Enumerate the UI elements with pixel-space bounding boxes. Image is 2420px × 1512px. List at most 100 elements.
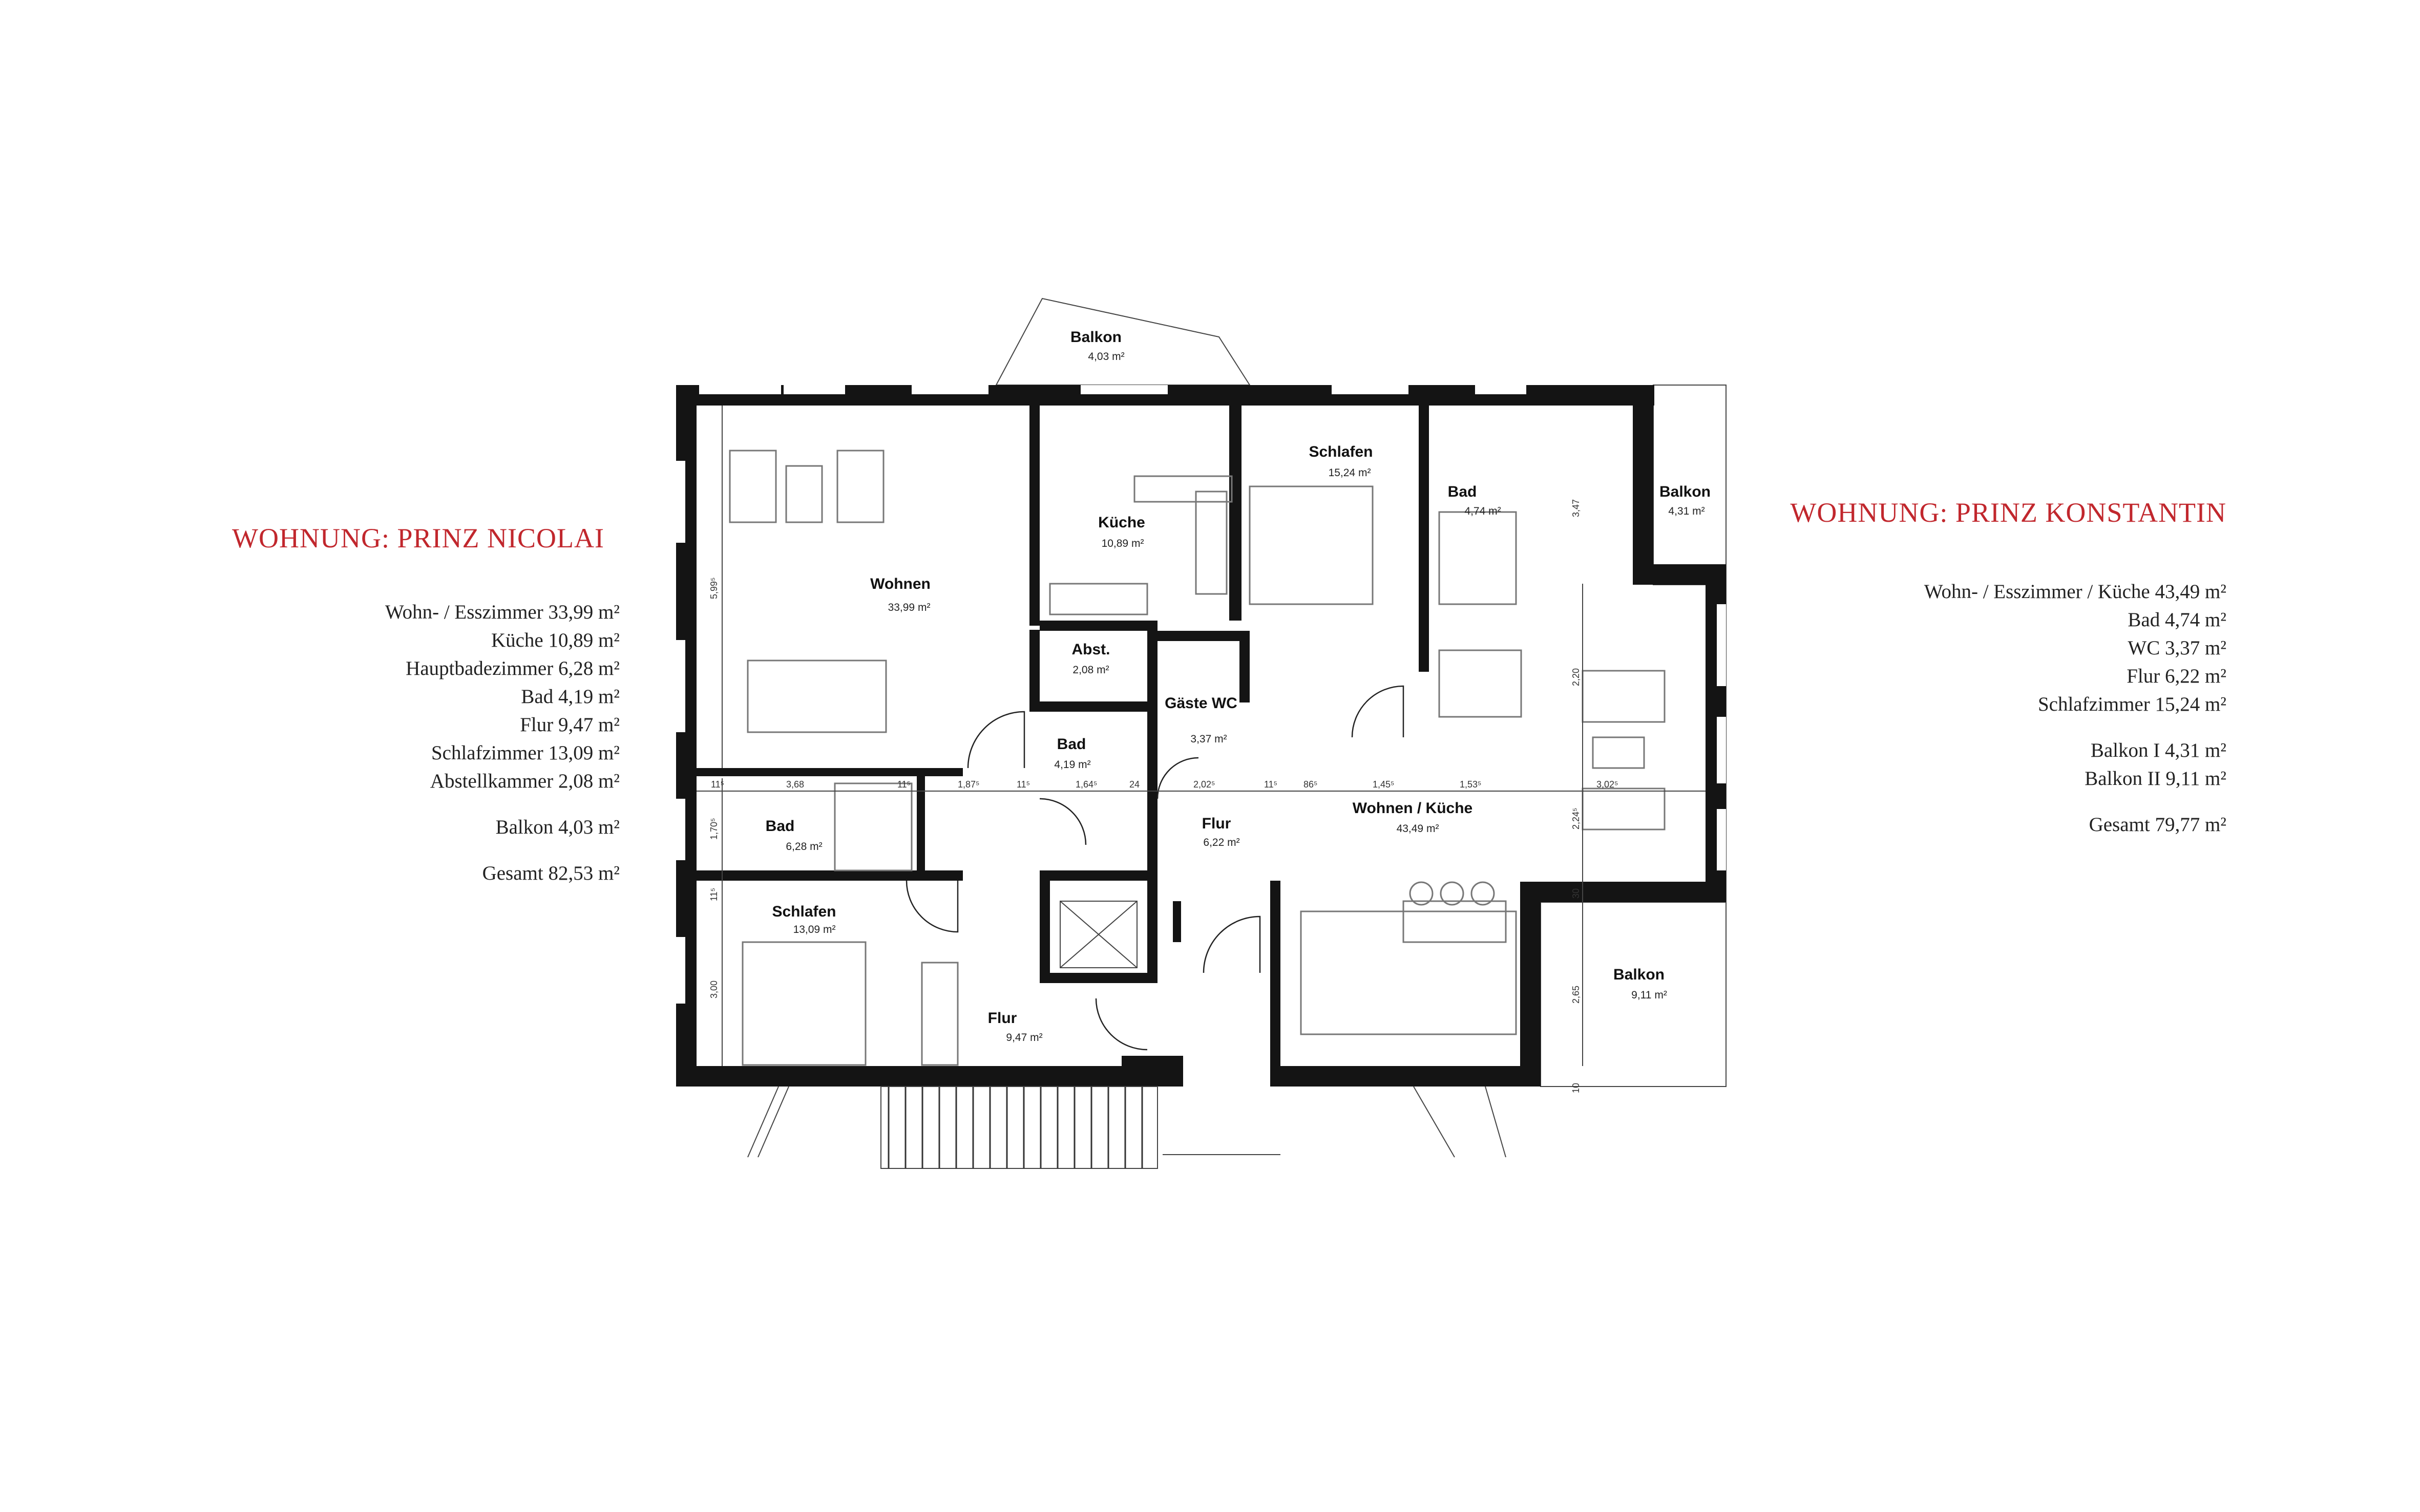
room-area-schlafen-right: 15,24 m² bbox=[1329, 467, 1371, 479]
room-area-bad-main: 6,28 m² bbox=[786, 841, 822, 853]
coffee-table bbox=[1592, 736, 1645, 769]
left-area-list: Wohn- / Esszimmer 33,99 m² Küche 10,89 m… bbox=[385, 598, 620, 887]
room-area-balkon-right: 4,31 m² bbox=[1668, 505, 1704, 517]
dim-label: 5,99⁵ bbox=[709, 578, 719, 600]
kitchen-right bbox=[1300, 910, 1517, 1035]
left-area-3: Bad 4,19 m² bbox=[521, 686, 620, 708]
kitchen-island-right bbox=[1402, 900, 1507, 943]
dim-label: 3,68 bbox=[786, 779, 804, 790]
dim-label: 24 bbox=[1129, 779, 1140, 790]
room-name-wohnen: Wohnen bbox=[870, 576, 931, 592]
room-area-balkon-top: 4,03 m² bbox=[1088, 351, 1124, 363]
room-area-gaeste-wc: 3,37 m² bbox=[1190, 733, 1227, 745]
dim-label: 3,00 bbox=[709, 981, 719, 998]
stairs bbox=[880, 1086, 1158, 1169]
entrance-details bbox=[747, 1086, 1506, 1158]
room-area-wohnen: 33,99 m² bbox=[888, 602, 931, 613]
room-area-bad-small: 4,19 m² bbox=[1054, 759, 1090, 771]
room-area-wohnen-kueche: 43,49 m² bbox=[1397, 823, 1439, 835]
right-area-1: Bad 4,74 m² bbox=[2128, 609, 2226, 631]
dim-label: 10 bbox=[1571, 1083, 1581, 1093]
room-area-abst: 2,08 m² bbox=[1072, 664, 1109, 676]
left-area-4: Flur 9,47 m² bbox=[520, 714, 620, 736]
exterior-walls bbox=[676, 385, 1726, 1087]
sofa-right bbox=[836, 450, 885, 523]
right-total: Gesamt 79,77 m² bbox=[2089, 814, 2226, 836]
table-small bbox=[785, 465, 823, 523]
dimension-labels: 5,99⁵ 1,70⁵ 11⁵ 3,68 11⁵ 1,87⁵ 11⁵ 1,64⁵… bbox=[709, 499, 1618, 1093]
room-name-schlafen-left: Schlafen bbox=[772, 903, 836, 920]
bath-right bbox=[1438, 511, 1517, 605]
dim-label: 1,64⁵ bbox=[1076, 779, 1098, 790]
dim-label: 1,70⁵ bbox=[709, 818, 719, 840]
room-name-schlafen-right: Schlafen bbox=[1309, 443, 1373, 460]
armchair-right bbox=[1582, 787, 1666, 830]
room-name-bad-small: Bad bbox=[1057, 736, 1086, 753]
left-area-1: Küche 10,89 m² bbox=[491, 629, 620, 651]
room-name-flur-right: Flur bbox=[1202, 815, 1231, 832]
dim-label: 2,24⁵ bbox=[1571, 808, 1581, 830]
dim-label: 11⁵ bbox=[711, 779, 724, 790]
dim-label: 1,53⁵ bbox=[1460, 779, 1482, 790]
left-total: Gesamt 82,53 m² bbox=[482, 862, 620, 884]
left-balcony: Balkon 4,03 m² bbox=[495, 816, 620, 838]
dim-label: 11⁵ bbox=[1264, 779, 1277, 790]
dim-label: 1,45⁵ bbox=[1373, 779, 1395, 790]
dim-label: 11⁵ bbox=[709, 888, 719, 901]
room-area-balkon-bottom: 9,11 m² bbox=[1631, 989, 1667, 1001]
room-name-bad-right: Bad bbox=[1448, 483, 1477, 500]
bathtub bbox=[834, 782, 913, 871]
dining-table bbox=[747, 659, 887, 733]
room-labels: Balkon 4,03 m² Wohnen 33,99 m² Küche 10,… bbox=[766, 329, 1711, 1044]
room-area-kueche: 10,89 m² bbox=[1102, 538, 1144, 549]
right-balcony-0: Balkon I 4,31 m² bbox=[2090, 739, 2226, 761]
left-area-5: Schlafzimmer 13,09 m² bbox=[431, 742, 620, 764]
dim-label: 3,02⁵ bbox=[1596, 779, 1618, 790]
right-balcony-1: Balkon II 9,11 m² bbox=[2085, 768, 2226, 790]
kitchen-counter bbox=[1049, 583, 1148, 615]
left-area-2: Hauptbadezimmer 6,28 m² bbox=[406, 657, 620, 679]
balcony-top-outline bbox=[995, 297, 1251, 386]
room-area-bad-right: 4,74 m² bbox=[1464, 505, 1501, 517]
left-area-0: Wohn- / Esszimmer 33,99 m² bbox=[385, 601, 620, 623]
elevator-shaft bbox=[1060, 901, 1138, 968]
right-apartment-heading: WOHNUNG: PRINZ KONSTANTIN bbox=[1790, 497, 2226, 528]
dim-label: 2,65 bbox=[1571, 986, 1581, 1004]
room-name-kueche: Küche bbox=[1098, 514, 1145, 531]
room-name-wohnen-kueche: Wohnen / Küche bbox=[1353, 800, 1472, 817]
room-area-flur-left: 9,47 m² bbox=[1006, 1032, 1042, 1044]
right-area-3: Flur 6,22 m² bbox=[2127, 665, 2226, 687]
wardrobe-left bbox=[921, 962, 959, 1066]
room-name-abst: Abst. bbox=[1072, 641, 1110, 658]
room-name-bad-main: Bad bbox=[766, 818, 795, 835]
sofa-left bbox=[729, 450, 777, 523]
room-name-balkon-top: Balkon bbox=[1070, 329, 1122, 346]
doors bbox=[906, 685, 1404, 1051]
dim-label: 2,02⁵ bbox=[1193, 779, 1215, 790]
dimension-lines bbox=[697, 406, 1706, 1066]
interior-walls bbox=[697, 406, 1429, 1087]
dim-label: 86⁵ bbox=[1303, 779, 1317, 790]
dim-label: 11⁵ bbox=[1017, 779, 1030, 790]
dim-label: 1,87⁵ bbox=[958, 779, 980, 790]
dim-label: 3,47 bbox=[1571, 499, 1581, 517]
dim-label: 30 bbox=[1571, 888, 1581, 899]
right-area-2: WC 3,37 m² bbox=[2128, 637, 2226, 659]
right-area-4: Schlafzimmer 15,24 m² bbox=[2037, 693, 2226, 715]
room-name-balkon-right: Balkon bbox=[1659, 483, 1711, 500]
kitchen-unit bbox=[1195, 491, 1228, 595]
right-area-list: Wohn- / Esszimmer / Küche 43,49 m² Bad 4… bbox=[1924, 578, 2226, 839]
dim-label: 2,20 bbox=[1571, 668, 1581, 686]
right-area-0: Wohn- / Esszimmer / Küche 43,49 m² bbox=[1924, 581, 2226, 603]
room-name-flur-left: Flur bbox=[988, 1010, 1017, 1027]
bed-left bbox=[742, 941, 867, 1066]
room-area-flur-right: 6,22 m² bbox=[1203, 837, 1239, 848]
kitchen-island bbox=[1133, 475, 1233, 503]
room-name-balkon-bottom: Balkon bbox=[1613, 966, 1665, 983]
room-area-schlafen-left: 13,09 m² bbox=[793, 924, 836, 935]
dim-label: 11⁵ bbox=[897, 779, 911, 790]
room-name-gaeste-wc: Gäste WC bbox=[1165, 695, 1237, 712]
bed-right bbox=[1249, 485, 1374, 605]
left-apartment-heading: WOHNUNG: PRINZ NICOLAI bbox=[232, 523, 604, 553]
